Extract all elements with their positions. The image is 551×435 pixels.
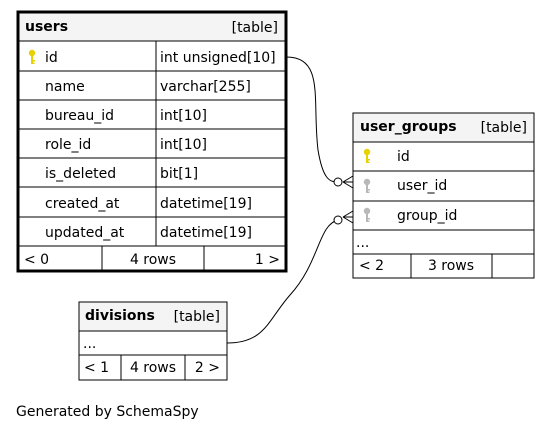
relation-crowfoot <box>342 175 354 189</box>
column-row[interactable]: bureau_id int[10] <box>45 108 207 124</box>
svg-text:group_id: group_id <box>397 208 457 224</box>
column-row[interactable]: group_id <box>363 207 458 224</box>
table-kind-label: [table] <box>481 120 527 136</box>
table-footer: < 2 3 rows <box>359 254 493 278</box>
primary-key-icon <box>363 148 371 163</box>
svg-text:name: name <box>45 79 85 95</box>
svg-text:created_at: created_at <box>45 196 120 212</box>
column-row[interactable]: id int unsigned[10] <box>28 49 276 66</box>
svg-text:int[10]: int[10] <box>160 108 207 124</box>
table-users[interactable]: users [table] id int unsigned[10] name v… <box>16 10 288 273</box>
svg-text:datetime[19]: datetime[19] <box>160 196 252 212</box>
column-row[interactable]: is_deleted bit[1] <box>45 166 198 182</box>
table-kind-label: [table] <box>174 309 220 325</box>
column-row[interactable]: id <box>363 148 410 165</box>
table-divisions[interactable]: divisions [table] ... < 1 4 rows 2 > <box>78 301 228 381</box>
table-footer: < 1 4 rows 2 > <box>84 355 220 380</box>
row-count: 3 rows <box>428 258 474 274</box>
parents-link[interactable]: < 1 <box>84 360 109 376</box>
column-row[interactable]: updated_at datetime[19] <box>45 225 252 241</box>
svg-text:datetime[19]: datetime[19] <box>160 225 252 241</box>
more-columns-ellipsis: ... <box>83 336 96 352</box>
svg-text:id: id <box>397 149 410 165</box>
foreign-key-icon <box>363 207 371 222</box>
primary-key-icon <box>28 49 36 64</box>
column-row[interactable]: created_at datetime[19] <box>45 196 252 212</box>
table-kind-label: [table] <box>232 20 278 36</box>
children-link[interactable]: 1 > <box>255 252 280 268</box>
relation-divisions-user-groups <box>226 219 339 344</box>
parents-link[interactable]: < 2 <box>359 258 384 274</box>
relation-optional-circle <box>333 215 343 225</box>
svg-text:bit[1]: bit[1] <box>160 166 198 182</box>
row-count: 4 rows <box>130 360 176 376</box>
children-link[interactable]: 2 > <box>195 360 220 376</box>
table-name: divisions <box>85 308 155 324</box>
column-row[interactable]: user_id <box>363 178 448 194</box>
svg-text:updated_at: updated_at <box>45 225 125 241</box>
relation-optional-circle <box>333 177 343 187</box>
svg-text:id: id <box>45 50 58 66</box>
svg-text:role_id: role_id <box>45 137 91 153</box>
svg-text:user_id: user_id <box>397 178 447 194</box>
column-row[interactable]: name varchar[255] <box>45 79 251 95</box>
svg-text:is_deleted: is_deleted <box>45 166 116 182</box>
table-footer: < 0 4 rows 1 > <box>24 246 280 271</box>
table-name: user_groups <box>360 119 457 135</box>
generated-by-footer: Generated by SchemaSpy <box>16 404 199 420</box>
svg-text:int[10]: int[10] <box>160 137 207 153</box>
row-count: 4 rows <box>130 252 176 268</box>
more-columns-ellipsis: ... <box>356 235 369 251</box>
parents-link[interactable]: < 0 <box>24 252 49 268</box>
column-row[interactable]: role_id int[10] <box>45 137 207 153</box>
relation-crowfoot <box>342 210 354 224</box>
svg-text:int unsigned[10]: int unsigned[10] <box>160 50 276 66</box>
foreign-key-icon <box>363 178 371 193</box>
table-name: users <box>25 19 68 35</box>
relation-users-user-groups <box>285 56 339 183</box>
table-user-groups[interactable]: user_groups [table] id user_id group_id … <box>352 112 535 279</box>
svg-text:bureau_id: bureau_id <box>45 108 114 124</box>
svg-text:varchar[255]: varchar[255] <box>160 79 251 95</box>
